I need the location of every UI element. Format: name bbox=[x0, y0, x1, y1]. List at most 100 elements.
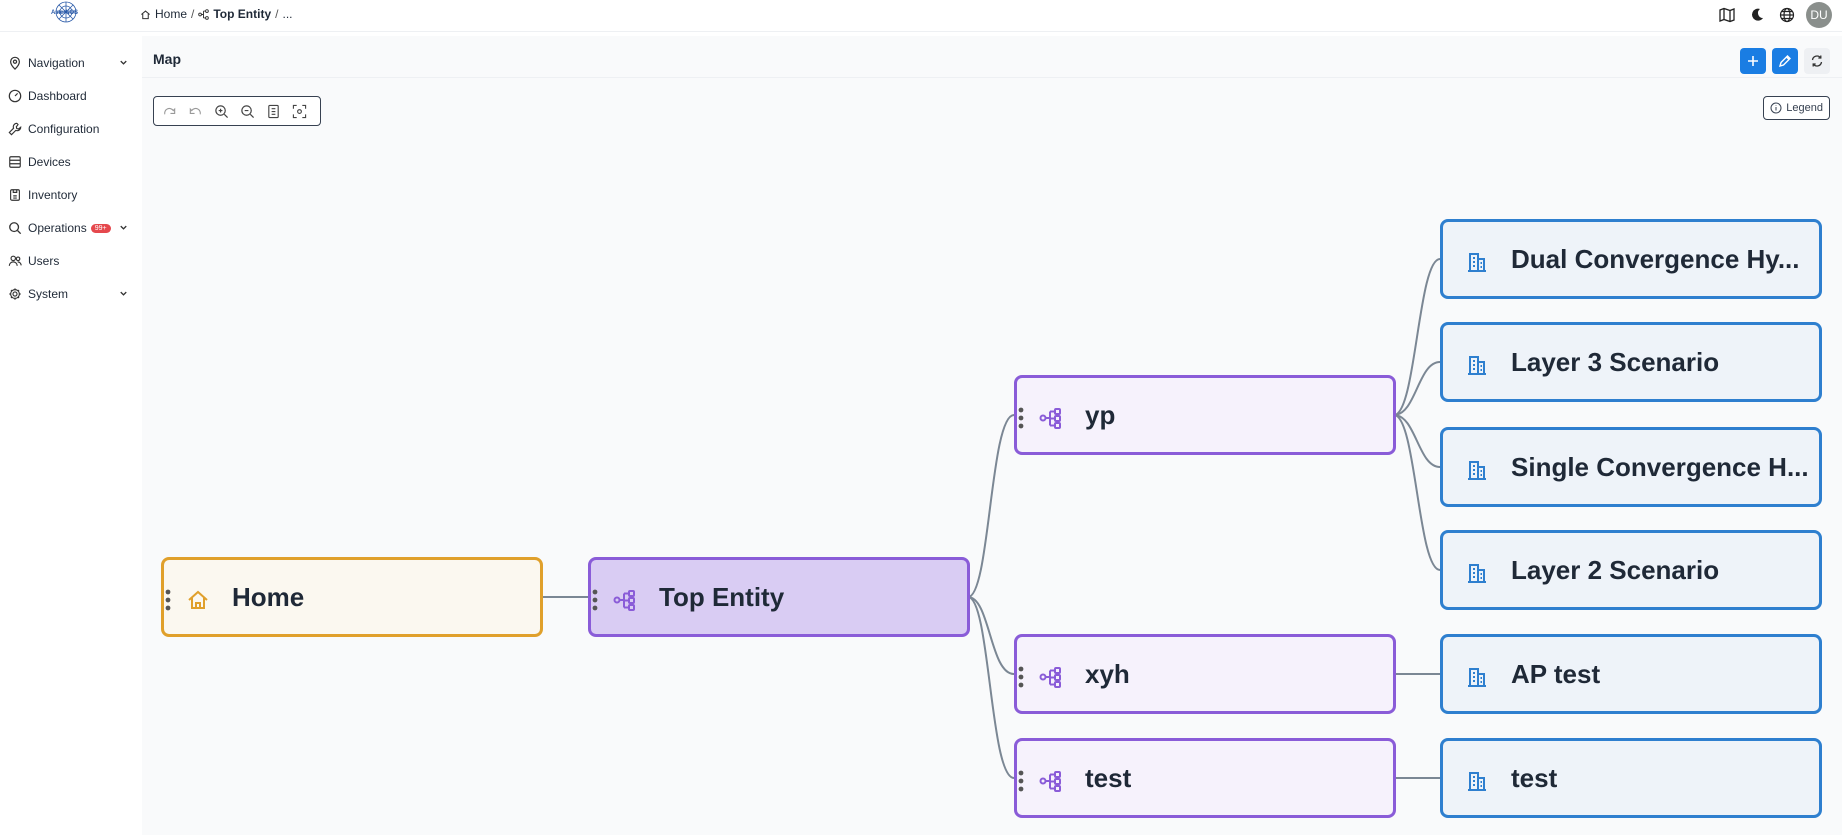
hierarchy-icon bbox=[198, 8, 210, 20]
node-group-test[interactable]: test bbox=[1014, 738, 1396, 818]
page-actions bbox=[1740, 48, 1830, 74]
node-label: Layer 2 Scenario bbox=[1511, 555, 1720, 585]
hierarchy-icon bbox=[1039, 408, 1061, 429]
devices-icon bbox=[9, 156, 21, 168]
theme-toggle-button[interactable] bbox=[1746, 2, 1768, 28]
node-group-xyh[interactable]: xyh bbox=[1014, 634, 1396, 714]
sidebar-item-system[interactable]: System bbox=[8, 281, 133, 307]
gear-icon bbox=[9, 288, 21, 300]
sidebar-item-label: Operations bbox=[28, 221, 87, 235]
wrench-icon bbox=[8, 122, 22, 136]
sidebar-item-label: Inventory bbox=[28, 188, 78, 202]
info-icon bbox=[1770, 102, 1782, 114]
dashboard-icon bbox=[8, 89, 22, 103]
node-label: Home bbox=[232, 582, 305, 612]
sidebar-item-devices[interactable]: Devices bbox=[8, 149, 133, 175]
building-icon bbox=[1468, 356, 1486, 375]
node-label: AP test bbox=[1511, 659, 1601, 689]
node-group-yp[interactable]: yp bbox=[1014, 375, 1396, 455]
node-home[interactable]: Home bbox=[161, 557, 543, 637]
more-vertical-icon[interactable] bbox=[1017, 767, 1025, 795]
home-icon bbox=[141, 9, 150, 19]
node-label: test bbox=[1085, 763, 1132, 793]
logo-text: AsterNOS bbox=[51, 10, 78, 16]
legend-label: Legend bbox=[1786, 102, 1823, 114]
avatar[interactable]: DU bbox=[1806, 2, 1832, 28]
building-icon bbox=[1468, 461, 1486, 480]
more-vertical-icon[interactable] bbox=[1017, 404, 1025, 432]
chevron-down-icon[interactable] bbox=[118, 222, 129, 233]
undo-icon[interactable] bbox=[188, 104, 203, 119]
sidebar-item-label: Navigation bbox=[28, 56, 85, 70]
sidebar-item-configuration[interactable]: Configuration bbox=[8, 116, 133, 142]
sidebar-item-label: Users bbox=[28, 254, 60, 268]
sidebar-item-dashboard[interactable]: Dashboard bbox=[8, 83, 133, 109]
hierarchy-icon bbox=[613, 590, 635, 611]
building-icon bbox=[1468, 253, 1486, 272]
breadcrumb-ellipsis[interactable]: ... bbox=[282, 7, 293, 21]
hierarchy-icon bbox=[1039, 771, 1061, 792]
inventory-icon bbox=[10, 189, 20, 201]
node-site[interactable]: AP test bbox=[1440, 634, 1822, 714]
building-icon bbox=[1468, 668, 1486, 687]
chevron-down-icon[interactable] bbox=[118, 288, 129, 299]
page-title: Map bbox=[153, 51, 181, 67]
map-pin-icon bbox=[10, 56, 20, 70]
more-vertical-icon[interactable] bbox=[1017, 663, 1025, 691]
sidebar-item-operations[interactable]: Operations 99+ bbox=[8, 215, 133, 241]
node-site[interactable]: test bbox=[1440, 738, 1822, 818]
pencil-icon bbox=[1778, 55, 1791, 68]
status-badge: 99+ bbox=[90, 223, 111, 233]
node-site[interactable]: Single Convergence H... bbox=[1440, 427, 1822, 507]
node-top-entity[interactable]: Top Entity bbox=[588, 557, 970, 637]
node-site[interactable]: Layer 2 Scenario bbox=[1440, 530, 1822, 610]
page-header: Map bbox=[142, 36, 1842, 78]
sidebar-item-label: Configuration bbox=[28, 122, 100, 136]
hierarchy-icon bbox=[1039, 667, 1061, 688]
sidebar-item-label: Dashboard bbox=[28, 89, 87, 103]
add-button[interactable] bbox=[1740, 48, 1766, 74]
node-site[interactable]: Dual Convergence Hy... bbox=[1440, 219, 1822, 299]
building-icon bbox=[1468, 772, 1486, 791]
node-label: Dual Convergence Hy... bbox=[1511, 244, 1800, 274]
language-button[interactable] bbox=[1776, 2, 1798, 28]
node-site[interactable]: Layer 3 Scenario bbox=[1440, 322, 1822, 402]
sidebar-item-label: Devices bbox=[28, 155, 71, 169]
zoom-out-icon[interactable] bbox=[240, 104, 255, 119]
more-vertical-icon[interactable] bbox=[591, 586, 599, 614]
breadcrumb-current[interactable]: Top Entity bbox=[213, 7, 272, 21]
top-actions: DU bbox=[1716, 2, 1832, 28]
breadcrumb-separator: / bbox=[191, 7, 195, 21]
breadcrumb-separator: / bbox=[275, 7, 279, 21]
node-label: Single Convergence H... bbox=[1511, 452, 1809, 482]
breadcrumb-home[interactable]: Home bbox=[155, 7, 188, 21]
redo-icon[interactable] bbox=[162, 104, 177, 119]
sidebar-item-inventory[interactable]: Inventory bbox=[8, 182, 133, 208]
chevron-down-icon[interactable] bbox=[118, 57, 129, 68]
focus-center-icon[interactable] bbox=[292, 104, 307, 119]
node-label: Top Entity bbox=[659, 582, 785, 612]
sidebar-item-users[interactable]: Users bbox=[8, 248, 133, 274]
users-icon bbox=[8, 255, 22, 266]
map-view-button[interactable] bbox=[1716, 2, 1738, 28]
zoom-in-icon[interactable] bbox=[214, 104, 229, 119]
fit-page-icon[interactable] bbox=[266, 104, 281, 119]
search-icon bbox=[9, 222, 22, 235]
sidebar-item-navigation[interactable]: Navigation bbox=[8, 50, 133, 76]
edit-button[interactable] bbox=[1772, 48, 1798, 74]
logo-icon[interactable] bbox=[48, 0, 84, 28]
node-label: Layer 3 Scenario bbox=[1511, 347, 1720, 377]
breadcrumb: Home / Top Entity / ... bbox=[140, 7, 293, 21]
sidebar: Navigation Dashboard Configuration Devic… bbox=[0, 32, 140, 835]
plus-icon bbox=[1748, 56, 1758, 66]
globe-icon bbox=[1779, 7, 1795, 23]
legend-button[interactable]: Legend bbox=[1763, 96, 1830, 120]
more-vertical-icon[interactable] bbox=[164, 586, 172, 614]
node-label: yp bbox=[1085, 400, 1116, 430]
refresh-button[interactable] bbox=[1804, 48, 1830, 74]
home-icon bbox=[188, 590, 208, 609]
diagram-toolbar bbox=[153, 96, 321, 126]
map-icon bbox=[1719, 7, 1735, 23]
refresh-icon bbox=[1811, 55, 1823, 67]
